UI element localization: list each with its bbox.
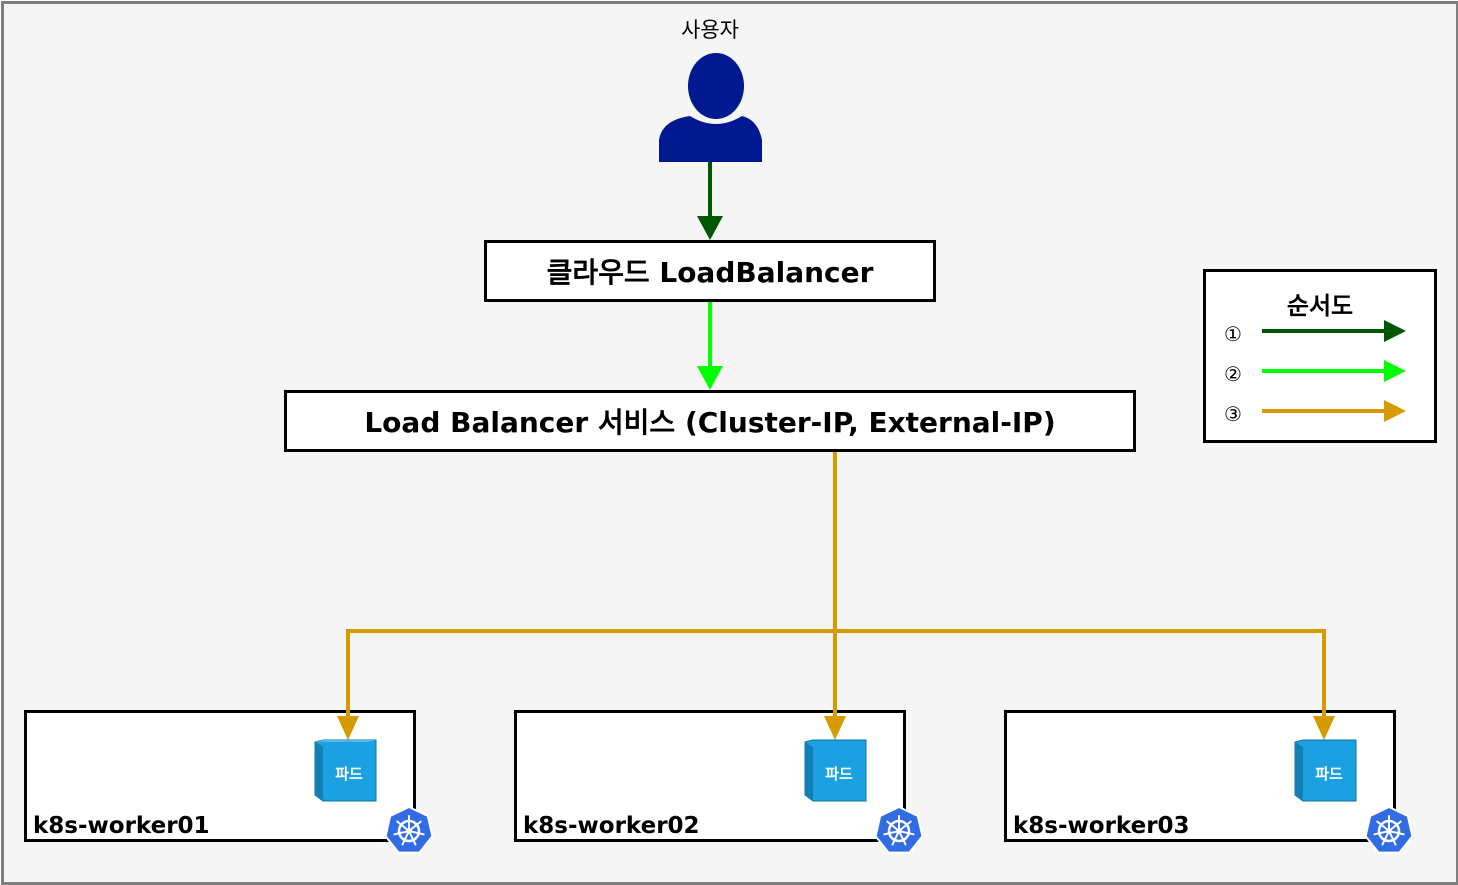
- cloud-loadbalancer-label: 클라우드 LoadBalancer: [546, 256, 874, 289]
- pod-icon-1: 파드: [314, 739, 377, 802]
- user-icon: [659, 53, 762, 162]
- arrow-step-3: [346, 452, 1326, 718]
- legend-arrow-step-3: [1262, 400, 1406, 422]
- legend-title: 순서도: [1286, 292, 1354, 320]
- legend-arrow-step-1: [1262, 320, 1406, 342]
- arrow-step-3-heads: [337, 716, 1335, 740]
- legend-step-1-number: ①: [1224, 322, 1242, 346]
- arrow-step-2: [697, 302, 723, 390]
- kubernetes-logo-icon: [384, 806, 434, 854]
- pod-label: 파드: [335, 765, 363, 783]
- arrow-step-1: [697, 162, 723, 240]
- user-label: 사용자: [681, 18, 739, 42]
- kubernetes-logo-icon: [1364, 806, 1414, 854]
- kubernetes-logo-icon: [874, 806, 924, 854]
- pod-label: 파드: [1315, 765, 1343, 783]
- loadbalancer-service-box: Load Balancer 서비스 (Cluster-IP, External-…: [284, 390, 1136, 452]
- worker-node-2: k8s-worker02: [514, 710, 906, 842]
- worker-node-label: k8s-worker01: [33, 813, 210, 839]
- legend-step-3-number: ③: [1224, 402, 1242, 426]
- pod-icon-3: 파드: [1294, 739, 1357, 802]
- loadbalancer-service-label: Load Balancer 서비스 (Cluster-IP, External-…: [364, 406, 1056, 439]
- pod-label: 파드: [825, 765, 853, 783]
- cloud-loadbalancer-box: 클라우드 LoadBalancer: [484, 240, 936, 302]
- legend-step-2-number: ②: [1224, 362, 1242, 386]
- worker-node-label: k8s-worker03: [1013, 813, 1190, 839]
- worker-node-label: k8s-worker02: [523, 813, 700, 839]
- pod-icon-2: 파드: [804, 739, 867, 802]
- legend-arrow-step-2: [1262, 360, 1406, 382]
